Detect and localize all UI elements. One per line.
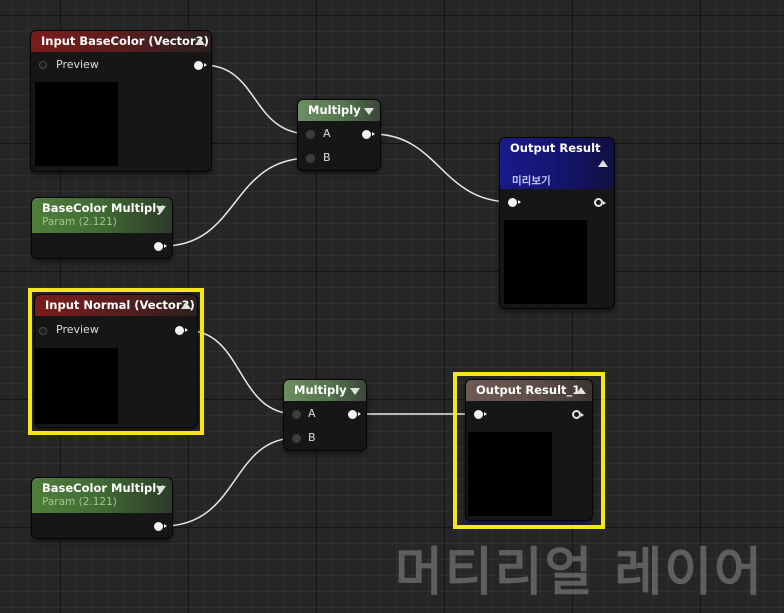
dropdown-arrow-icon[interactable] <box>364 108 374 115</box>
preview-thumbnail <box>35 82 118 166</box>
node-output-result-1[interactable]: Output Result_1 <box>466 380 592 520</box>
collapse-arrow-icon[interactable] <box>195 38 205 45</box>
output-pin[interactable] <box>348 410 361 419</box>
output-pin[interactable] <box>362 130 375 139</box>
node-title: Input BaseColor (Vector3) <box>41 34 209 48</box>
wire-basecolor-to-multiply-a <box>202 64 311 135</box>
node-output-result[interactable]: Output Result 미리보기 <box>500 138 614 308</box>
preview-input-pin[interactable] <box>39 327 47 335</box>
node-title: Multiply <box>308 103 361 117</box>
output-pin[interactable] <box>175 326 188 335</box>
node-header[interactable]: BaseColor Multiply Param (2.121) <box>32 198 172 233</box>
node-input-basecolor[interactable]: Input BaseColor (Vector3) Preview <box>31 31 211 171</box>
input-pin-a[interactable] <box>292 410 301 419</box>
output-pin[interactable] <box>194 61 207 70</box>
node-input-normal[interactable]: Input Normal (Vector3) Preview <box>35 295 197 427</box>
dropdown-arrow-icon[interactable] <box>350 388 360 395</box>
node-multiply[interactable]: Multiply A B <box>298 100 380 170</box>
output-pin[interactable] <box>154 242 167 251</box>
output-pin[interactable] <box>572 410 584 419</box>
dropdown-arrow-icon[interactable] <box>156 206 166 213</box>
dropdown-arrow-icon[interactable] <box>156 486 166 493</box>
collapse-arrow-icon[interactable] <box>181 302 191 309</box>
watermark-text: 머티리얼 레이어 <box>395 543 764 603</box>
pin-label: Preview <box>56 323 99 336</box>
output-pin[interactable] <box>594 198 606 207</box>
node-header[interactable]: BaseColor Multiply Param (2.121) <box>32 478 172 513</box>
wire-multiply1-to-output <box>371 133 513 203</box>
node-title: Output Result_1 <box>476 383 581 397</box>
node-header[interactable]: Multiply <box>284 380 366 401</box>
node-title: Multiply <box>294 383 347 397</box>
node-header[interactable]: Output Result_1 <box>466 380 592 401</box>
wire-normal-to-multiply2-a <box>184 329 297 415</box>
node-title: Output Result <box>510 141 601 155</box>
node-header[interactable]: Input Normal (Vector3) <box>35 295 197 316</box>
node-subtitle: 미리보기 <box>512 175 551 187</box>
node-title: BaseColor Multiply <box>42 481 164 495</box>
preview-thumbnail <box>504 220 587 304</box>
node-basecolor-multiply[interactable]: BaseColor Multiply Param (2.121) <box>32 198 172 258</box>
node-header[interactable]: Input BaseColor (Vector3) <box>31 31 211 52</box>
wire-param1-to-multiply-b <box>162 157 311 247</box>
pin-label: Preview <box>56 58 99 71</box>
input-pin[interactable] <box>474 410 487 419</box>
node-multiply[interactable]: Multiply A B <box>284 380 366 450</box>
input-pin-b[interactable] <box>292 434 301 443</box>
pin-label-b: B <box>323 151 331 164</box>
wire-param2-to-multiply2-b <box>162 437 297 527</box>
input-pin-a[interactable] <box>306 130 315 139</box>
collapse-arrow-icon[interactable] <box>598 160 608 167</box>
node-title: Input Normal (Vector3) <box>45 298 195 312</box>
input-pin[interactable] <box>508 198 521 207</box>
node-header[interactable]: Multiply <box>298 100 380 121</box>
collapse-arrow-icon[interactable] <box>576 387 586 394</box>
pin-label-a: A <box>308 407 316 420</box>
preview-thumbnail <box>468 432 552 516</box>
pin-label-a: A <box>323 127 331 140</box>
input-pin-b[interactable] <box>306 154 315 163</box>
preview-thumbnail <box>35 348 118 424</box>
preview-input-pin[interactable] <box>39 61 47 69</box>
pin-label-b: B <box>308 431 316 444</box>
node-subtitle: Param (2.121) <box>42 216 117 228</box>
node-basecolor-multiply[interactable]: BaseColor Multiply Param (2.121) <box>32 478 172 538</box>
node-title: BaseColor Multiply <box>42 201 164 215</box>
output-pin[interactable] <box>154 522 167 531</box>
node-subtitle: Param (2.121) <box>42 496 117 508</box>
node-header[interactable]: Output Result 미리보기 <box>500 138 614 189</box>
